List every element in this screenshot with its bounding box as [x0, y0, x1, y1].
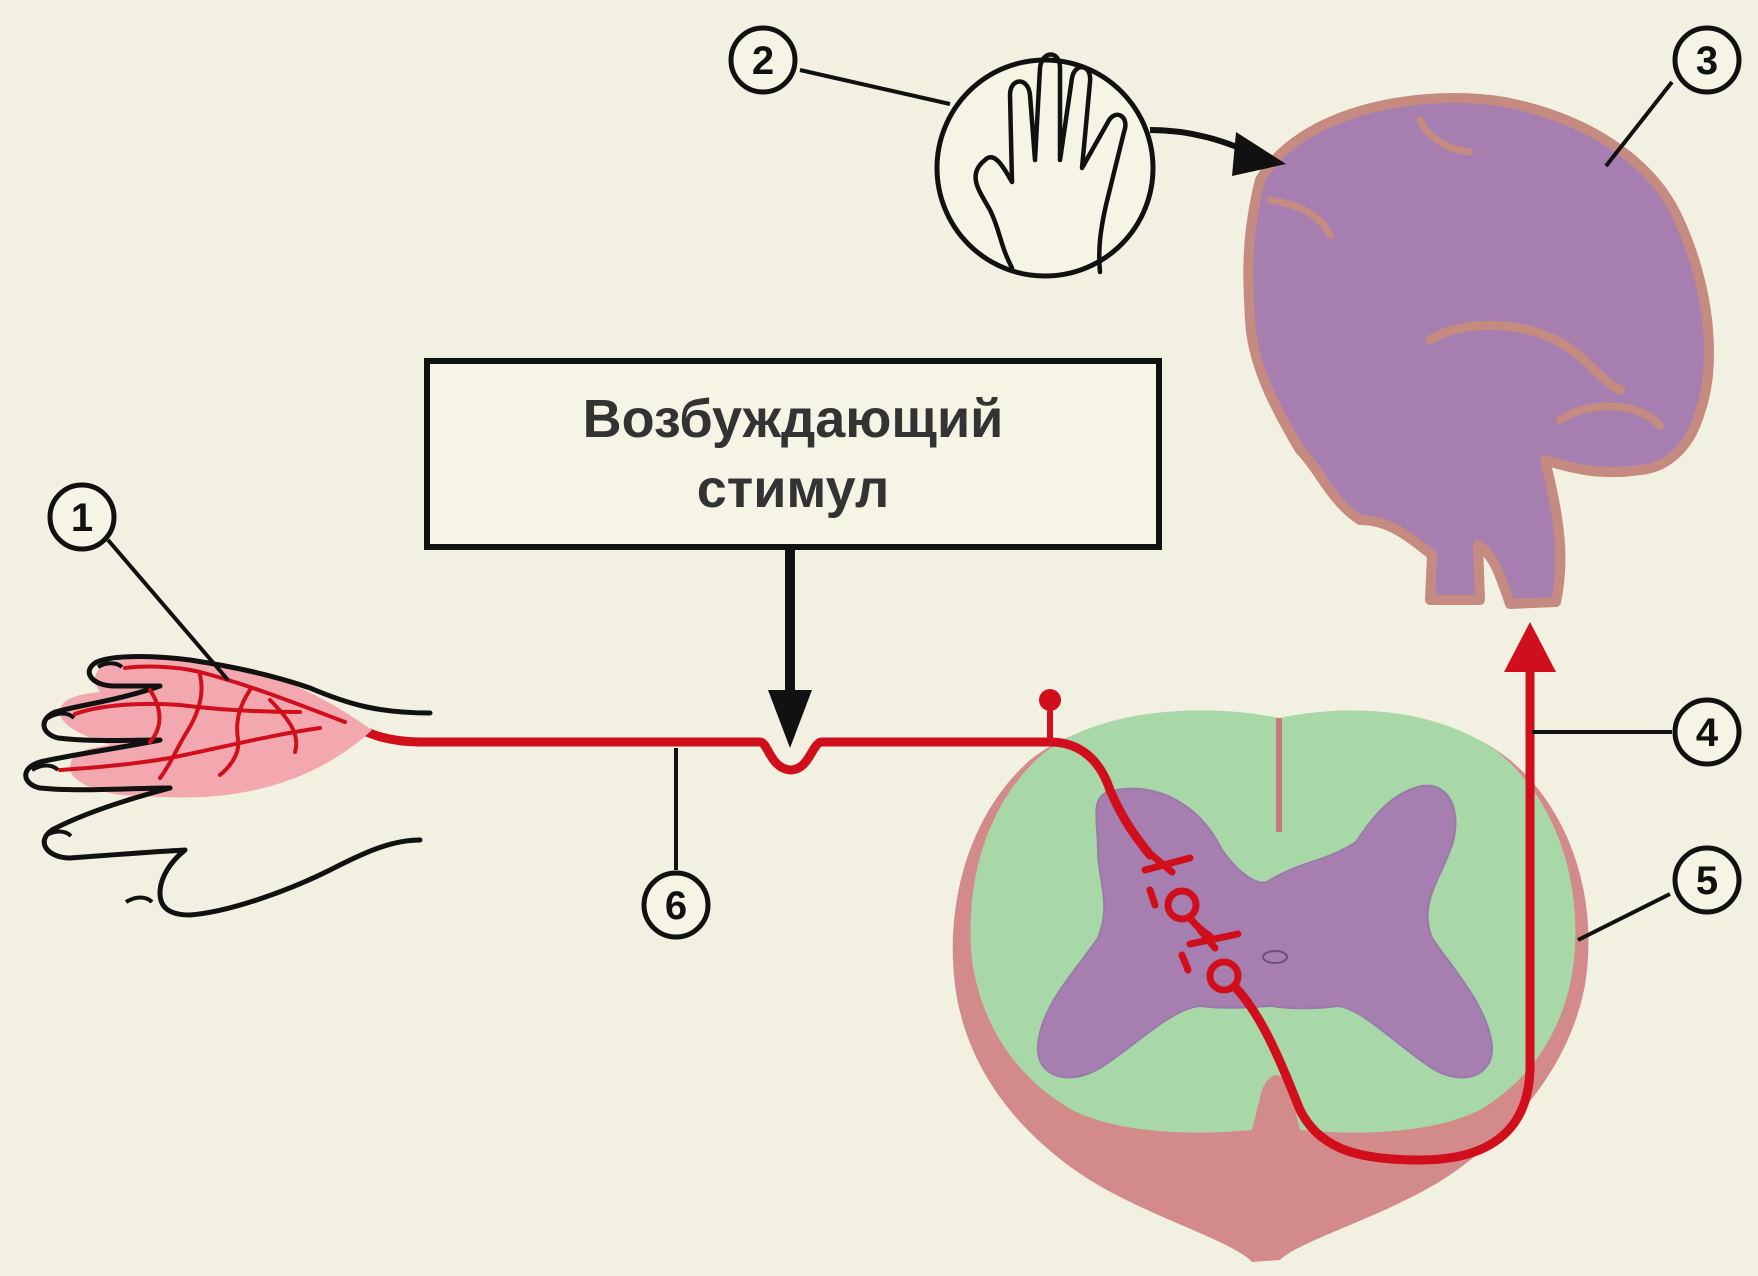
stimulus-label-line-1: Возбуждающий — [583, 384, 1004, 454]
spinal-cord-cross-section — [953, 710, 1589, 1262]
marker-4: 4 — [1675, 700, 1739, 764]
projection-neuron-soma — [1210, 962, 1238, 990]
synapse-mark-1 — [1150, 890, 1155, 905]
marker-label: 4 — [1696, 711, 1719, 755]
marker-5: 5 — [1675, 848, 1739, 912]
leader-line-5 — [1578, 894, 1670, 940]
perception-inset — [937, 55, 1286, 277]
marker-label: 3 — [1696, 39, 1718, 83]
hand-receptor-field — [26, 657, 430, 915]
marker-label: 2 — [752, 39, 774, 83]
brain — [1248, 98, 1709, 604]
stimulus-label-line-2: стимул — [697, 454, 890, 524]
stimulus-arrow-head-icon — [768, 690, 812, 748]
perception-circle — [937, 60, 1153, 276]
ascending-arrow-head-icon — [1504, 622, 1556, 672]
marker-6: 6 — [644, 873, 708, 937]
stimulus-arrow — [768, 550, 812, 748]
interneuron-soma — [1168, 891, 1196, 919]
leader-line-3 — [1606, 82, 1672, 166]
marker-1: 1 — [50, 485, 114, 549]
marker-label: 1 — [71, 496, 93, 540]
marker-2: 2 — [731, 28, 795, 92]
marker-label: 6 — [665, 884, 687, 928]
marker-3: 3 — [1675, 28, 1739, 92]
fingernail-4 — [45, 832, 71, 837]
leader-line-2 — [800, 70, 950, 104]
fingernail-5 — [126, 898, 152, 903]
brain-outline — [1248, 98, 1709, 604]
marker-label: 5 — [1696, 859, 1718, 903]
fingernail-3 — [32, 766, 58, 771]
receptor-terminal — [1039, 689, 1061, 711]
stimulus-label-box: Возбуждающий стимул — [424, 358, 1162, 550]
